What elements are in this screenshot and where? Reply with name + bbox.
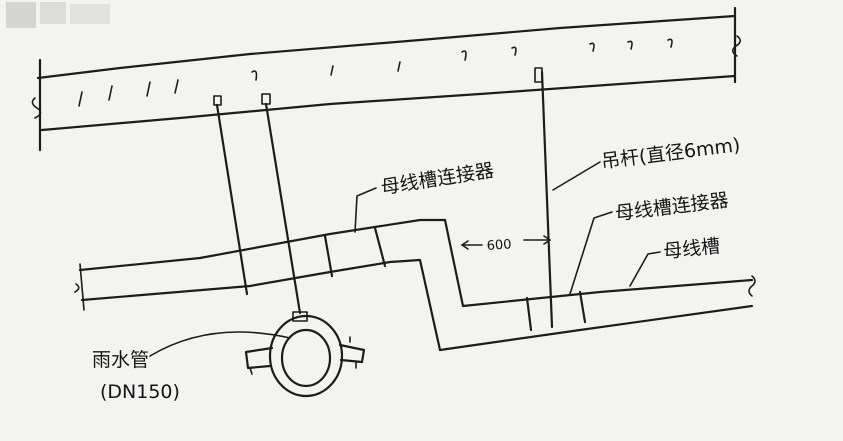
busway-route xyxy=(74,218,756,352)
ceiling-slab xyxy=(31,6,742,152)
rain-pipe-drawing xyxy=(244,311,366,398)
slab-hatch xyxy=(78,38,673,107)
label-spacing: 600 xyxy=(486,237,512,254)
leader-lines xyxy=(149,161,661,357)
hanger-rods xyxy=(213,67,554,329)
blurred-corner xyxy=(6,2,110,28)
label-rain-pipe-size: (DN150) xyxy=(100,381,180,403)
label-rain-pipe: 雨水管 xyxy=(92,349,149,371)
